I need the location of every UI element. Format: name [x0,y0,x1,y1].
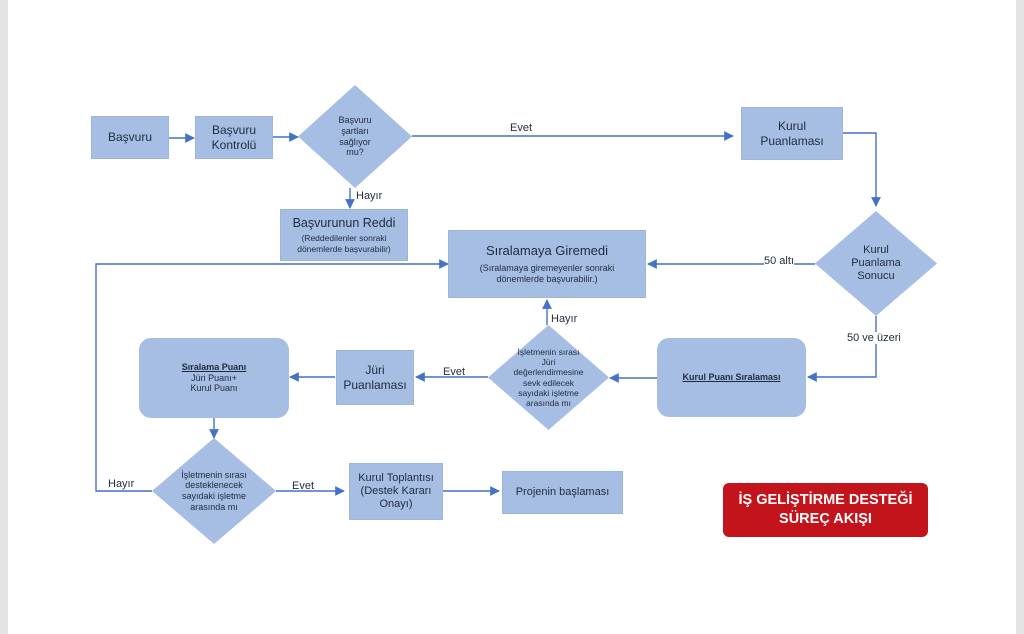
label-evet-mid: Evet [443,366,466,378]
node-basvuru-label: Başvuru [107,130,153,145]
node-kurul-toplantisi-label: Kurul Toplantısı (Destek Kararı Onayı) [358,471,434,511]
badge-line-1: İŞ GELİŞTİRME DESTEĞİ [738,492,913,509]
node-siralamaya-giremedi: Sıralamaya Giremedi (Sıralamaya giremeye… [448,230,646,298]
label-evet-bottom: Evet [292,480,315,492]
node-kurul-puanlamasi: Kurul Puanlaması [741,107,843,160]
node-siralama-puani-line2: Kurul Puanı [190,383,238,394]
decision-kurul-sonucu-label: Kurul Puanlama Sonucu [851,244,901,282]
node-siralama-title: Sıralamaya Giremedi [485,243,609,259]
node-red-title: Başvurunun Reddi [292,216,396,231]
node-siralama-puani-line1: Jüri Puanı+ [191,372,237,383]
arrow-destekq-siralama [95,259,449,492]
node-juri-puanlamasi-label: Jüri Puanlaması [343,363,407,392]
node-siralama-subtitle: (Sıralamaya giremeyenler sonraki dönemle… [479,263,615,284]
arrow-kurul-sonuc [843,132,881,207]
node-siralama-puani-title: Sıralama Puanı [181,361,247,372]
arrow-sonuc-kurulsiralama [807,316,877,382]
node-kurul-puanlamasi-label: Kurul Puanlaması [760,119,824,148]
node-basvurunun-reddi: Başvurunun Reddi (Reddedilenler sonraki … [280,209,408,261]
label-50-ve-uzeri: 50 ve üzeri [847,332,901,344]
label-hayir-red: Hayır [356,190,383,202]
node-kurul-puani-siralamasi: Kurul Puanı Sıralaması [657,338,806,417]
process-title-badge: İŞ GELİŞTİRME DESTEĞİ SÜREÇ AKIŞI [723,483,928,537]
node-basvuru-kontrolu-label: Başvuru Kontrolü [211,123,257,152]
decision-desteklenecek: İşletmenin sırası desteklenecek sayıdaki… [152,438,276,544]
label-evet-top: Evet [510,122,533,134]
decision-basvuru-sartlari-label: Başvuru şartları sağlıyor mu? [338,115,372,158]
label-50-alti: 50 altı [764,255,794,267]
decision-basvuru-sartlari: Başvuru şartları sağlıyor mu? [298,85,412,188]
badge-line-2: SÜREÇ AKIŞI [779,511,872,527]
node-proje-label: Projenin başlaması [515,485,610,498]
node-kurul-siralama-label: Kurul Puanı Sıralaması [682,372,781,383]
node-red-subtitle: (Reddedilenler sonraki dönemlerde başvur… [297,233,391,254]
label-hayir-left: Hayır [108,478,135,490]
decision-juri-sevk: İşletmenin sırası Jüri değerlendirmesine… [488,325,609,430]
node-kurul-toplantisi: Kurul Toplantısı (Destek Kararı Onayı) [349,463,443,520]
node-juri-puanlamasi: Jüri Puanlaması [336,350,414,405]
node-siralama-puani: Sıralama Puanı Jüri Puanı+ Kurul Puanı [139,338,289,418]
label-hayir-mid: Hayır [551,313,578,325]
decision-juri-sevk-label: İşletmenin sırası Jüri değerlendirmesine… [513,347,584,408]
node-basvuru-kontrolu: Başvuru Kontrolü [195,116,273,159]
node-basvuru: Başvuru [91,116,169,159]
decision-desteklenecek-label: İşletmenin sırası desteklenecek sayıdaki… [181,469,247,512]
decision-kurul-puanlama-sonucu: Kurul Puanlama Sonucu [815,211,937,316]
node-projenin-baslamasi: Projenin başlaması [502,471,623,514]
